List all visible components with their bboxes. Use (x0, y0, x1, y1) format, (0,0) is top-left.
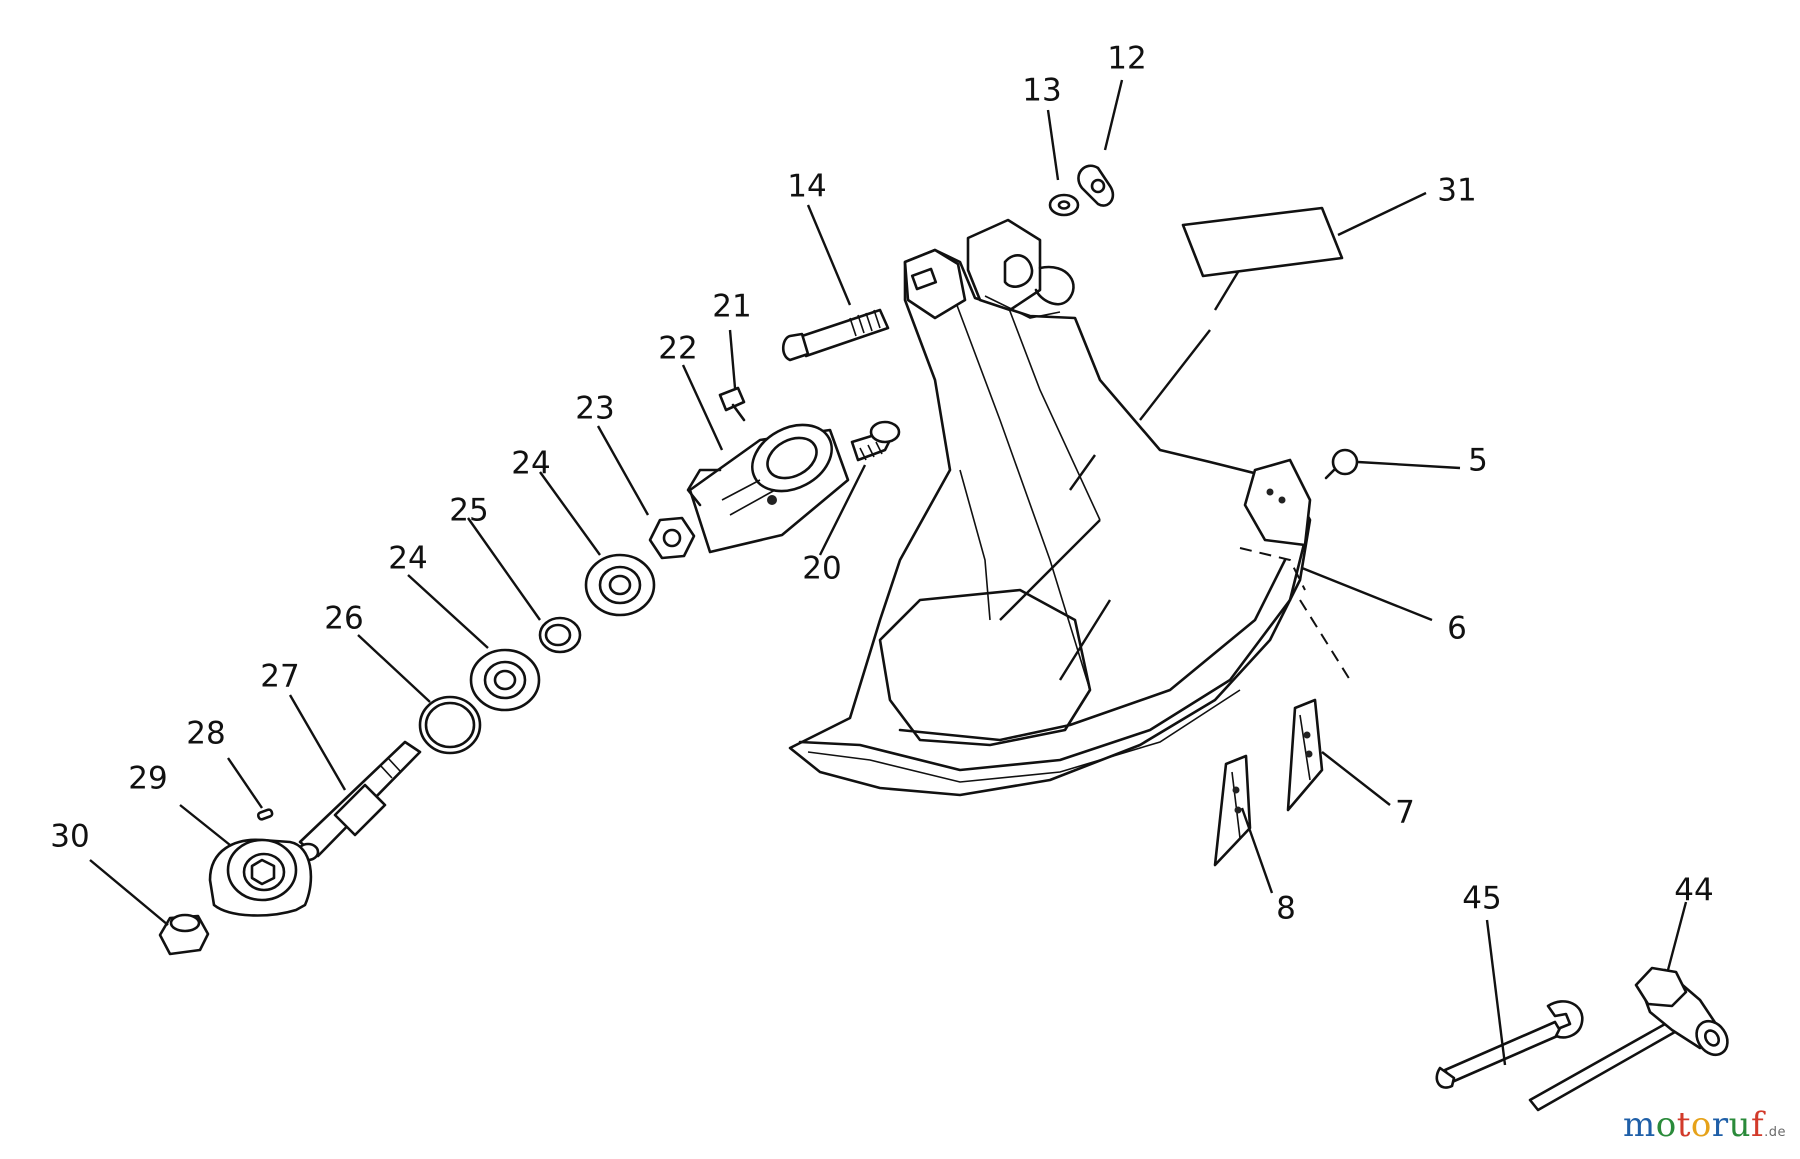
spacer-collar (538, 616, 582, 654)
callout-8: 8 (1276, 891, 1296, 927)
drive-shaft (296, 740, 422, 862)
callout-6: 6 (1447, 611, 1467, 647)
watermark-logo: motoruf.de (1623, 1105, 1786, 1145)
bearing-upper (584, 553, 656, 617)
callout-45: 45 (1462, 881, 1501, 917)
wing-nut (1077, 164, 1115, 207)
pulley-cup (208, 838, 313, 917)
callout-28: 28 (186, 716, 225, 752)
plug-socket-wrench (1528, 966, 1729, 1112)
watermark-letter: t (1676, 1105, 1691, 1145)
gear-case (686, 423, 850, 554)
cap-cover (158, 913, 210, 956)
cutter-blade-upper (1286, 698, 1324, 812)
callout-5: 5 (1468, 443, 1488, 479)
callout-7: 7 (1395, 795, 1415, 831)
callout-27: 27 (260, 659, 299, 695)
cutter-blade-lower (1213, 754, 1252, 867)
callout-24-upper: 24 (511, 446, 550, 482)
watermark-letter: m (1622, 1105, 1656, 1145)
watermark-letter: o (1655, 1105, 1677, 1145)
callout-44: 44 (1674, 873, 1713, 909)
shield-guard (788, 218, 1351, 797)
leader-lines (89, 79, 1688, 1066)
callout-23: 23 (575, 391, 614, 427)
watermark-letter: r (1711, 1105, 1729, 1145)
callout-14: 14 (787, 169, 826, 205)
small-screw (718, 386, 746, 422)
snap-ring (418, 695, 482, 755)
callout-26: 26 (324, 601, 363, 637)
watermark-letter: f (1751, 1105, 1765, 1145)
bearing-lower (469, 648, 541, 712)
callout-31: 31 (1437, 173, 1476, 209)
callout-22: 22 (658, 331, 697, 367)
hex-nut (648, 516, 696, 560)
callout-21: 21 (712, 289, 751, 325)
callout-labels: 12 13 14 31 21 22 23 24 24 25 26 27 28 2… (50, 41, 1713, 927)
callout-25: 25 (449, 493, 488, 529)
bolt-long (781, 308, 890, 362)
callout-29: 29 (128, 761, 167, 797)
washer (1048, 193, 1080, 217)
spanner-wrench (1435, 1000, 1584, 1089)
callout-30: 30 (50, 819, 89, 855)
knob-screw (1324, 448, 1359, 480)
cap-bolt (850, 420, 901, 462)
callout-12: 12 (1107, 41, 1146, 77)
key-pin (256, 808, 274, 821)
callout-24-lower: 24 (388, 541, 427, 577)
watermark-letter: u (1728, 1105, 1752, 1145)
callout-13: 13 (1022, 73, 1061, 109)
watermark-letter: o (1690, 1105, 1712, 1145)
callout-20: 20 (802, 551, 841, 587)
watermark-suffix: .de (1764, 1125, 1786, 1140)
label-plate (1181, 206, 1344, 278)
